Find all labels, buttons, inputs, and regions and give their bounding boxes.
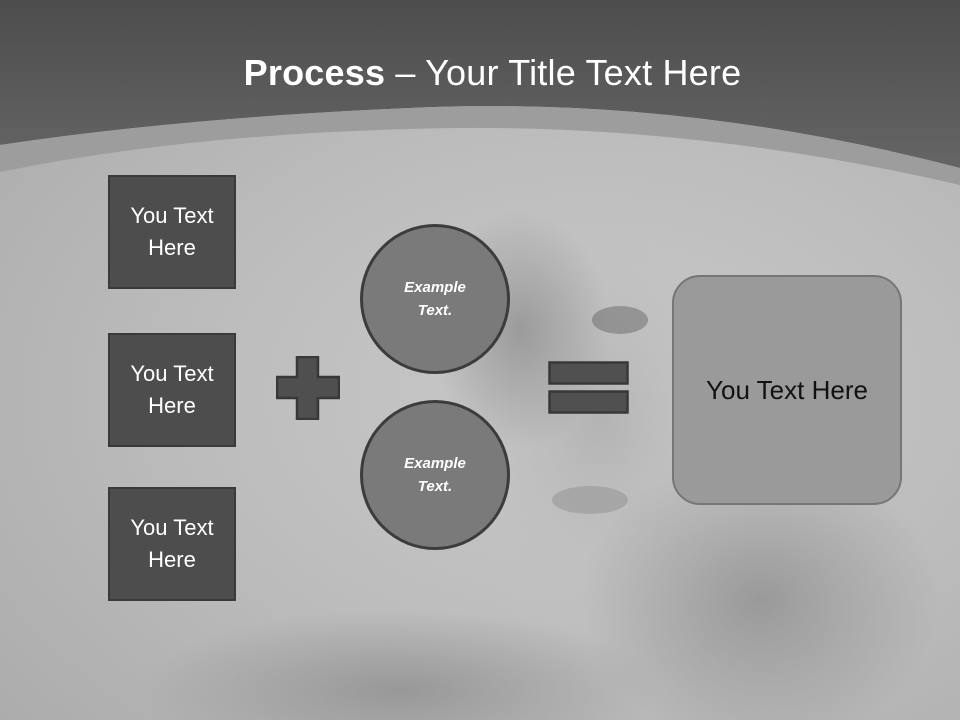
result-box[interactable]: You Text Here [672,275,902,505]
circle-label: Example [404,279,466,296]
input-box-label: You Text [130,515,214,540]
title-bold: Process [243,52,386,93]
circle-label: Example [404,455,466,472]
input-box-label: You Text [130,203,214,228]
circle-label: Text. [417,302,453,319]
title-rest: – Your Title Text Here [385,52,742,93]
plus-icon [276,356,340,420]
input-box-label: Here [148,393,196,418]
equals-icon [548,361,629,414]
input-box-label: Here [148,547,196,572]
circle-label: Text. [417,478,453,495]
slide-title: Process – Your Title Text Here [0,52,960,94]
input-box-label: Here [148,235,196,260]
result-label: You Text Here [706,374,868,405]
input-box-label: You Text [130,361,214,386]
header-band [0,0,960,185]
